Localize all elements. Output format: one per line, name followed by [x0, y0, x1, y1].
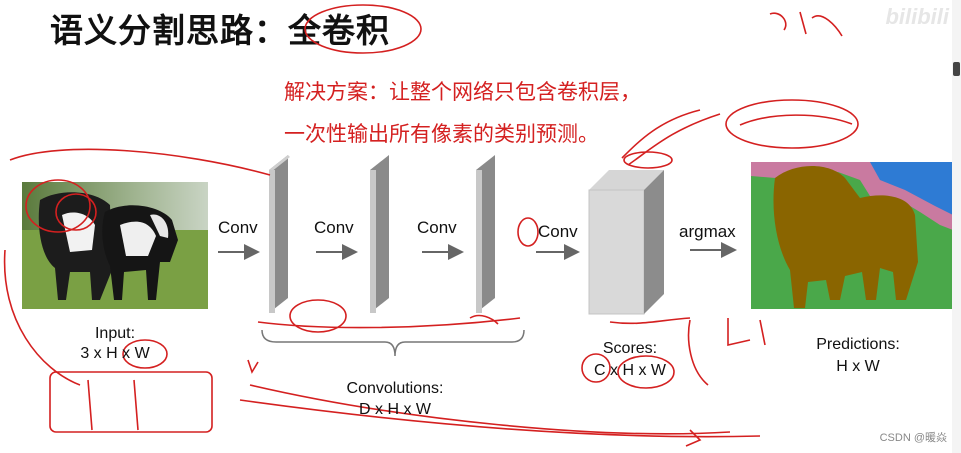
- scores-block: [588, 170, 664, 315]
- predictions-label: Predictions:: [816, 336, 900, 353]
- scrollbar-thumb[interactable]: [953, 62, 960, 76]
- footer-credit: CSDN @暖焱: [879, 432, 947, 444]
- feature-map-2: [370, 155, 389, 313]
- bilibili-watermark: bilibili: [885, 4, 949, 29]
- handwritten-annotations: [3, 4, 859, 447]
- convolutions-dims-label: D x H x W: [359, 401, 431, 418]
- convolutions-brace: [261, 329, 525, 357]
- scores-label: Scores:: [602, 340, 658, 357]
- input-label: Input:: [94, 325, 136, 342]
- convolutions-label: Convolutions:: [346, 380, 444, 397]
- solution-text-line2: 一次性输出所有像素的类别预测。: [284, 122, 599, 146]
- prediction-segmentation-map: [751, 162, 953, 309]
- conv-label-2: Conv: [314, 218, 354, 237]
- slide-title: 语义分割思路：全卷积: [50, 11, 390, 50]
- solution-text-line1: 解决方案：让整个网络只包含卷积层，: [284, 80, 641, 104]
- argmax-label: argmax: [679, 222, 736, 241]
- input-dims-label: 3 x H x W: [80, 345, 150, 362]
- conv-label-4: Conv: [538, 222, 578, 241]
- predictions-dims-label: H x W: [836, 358, 880, 375]
- conv-label-1: Conv: [218, 218, 258, 237]
- conv-label-3: Conv: [417, 218, 457, 237]
- input-cow-image: [22, 182, 208, 309]
- feature-map-3: [476, 155, 495, 313]
- feature-map-1: [269, 155, 290, 313]
- vertical-scrollbar[interactable]: [952, 0, 961, 453]
- scores-dims-label: C x H x W: [594, 362, 666, 379]
